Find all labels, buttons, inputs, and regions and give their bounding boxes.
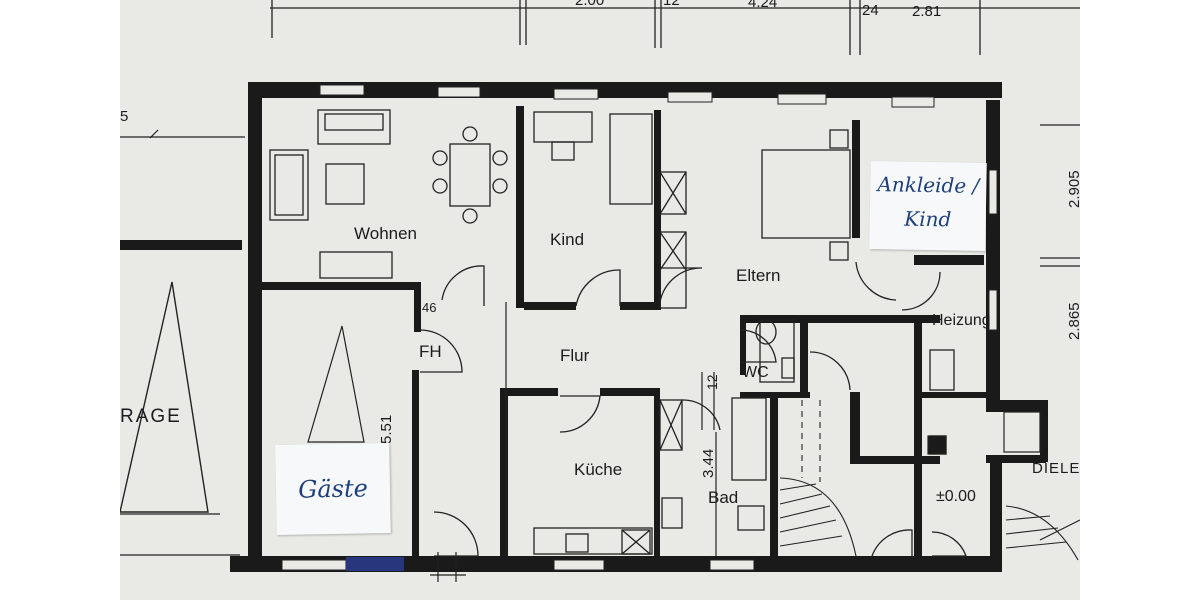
dim-top-2: 12: [663, 0, 680, 9]
room-label-diele: DIELE: [1032, 460, 1081, 477]
floor-plan-paper: 2.00 12 4.24 24 2.81 5 46 5.51 12 3.44 ±…: [120, 0, 1083, 600]
level-mark: ±0.00: [936, 488, 976, 505]
note-ankleide-line-2: Kind: [904, 206, 952, 232]
room-label-wc: WC: [742, 364, 769, 381]
sticky-note-ankleide: Ankleide / Kind: [869, 160, 987, 252]
dim-v-12: 12: [704, 374, 720, 390]
dim-wall-46: 46: [422, 300, 437, 315]
dim-top-4: 24: [862, 2, 879, 19]
marker-highlight: [346, 557, 404, 571]
room-label-wohnen: Wohnen: [354, 224, 418, 243]
room-label-bad: Bad: [708, 488, 739, 507]
door-swings: [419, 261, 967, 557]
dimension-chain-top: [270, 0, 1080, 55]
room-label-heizung: Heizung: [932, 312, 991, 329]
dim-v-344: 3.44: [700, 448, 717, 478]
floor-plan-drawing: [120, 0, 1080, 582]
dim-right-2865: 2.865: [1066, 302, 1083, 340]
room-label-eltern: Eltern: [736, 266, 781, 285]
garage-area: [120, 240, 242, 515]
windows: [281, 84, 998, 571]
dim-v-551: 5.51: [378, 414, 395, 444]
dim-right-2905: 2.905: [1066, 170, 1083, 208]
room-label-kind: Kind: [550, 230, 585, 249]
room-label-flur: Flur: [560, 346, 590, 365]
interior-walls: [260, 106, 994, 558]
dim-top-5: 2.81: [912, 3, 942, 20]
sticky-note-gaeste: Gäste: [275, 443, 391, 535]
dim-top-3: 4.24: [748, 0, 778, 11]
note-ankleide-line-1: Ankleide /: [877, 172, 980, 198]
misc-marks: [307, 302, 1041, 582]
staircase-main: [779, 400, 857, 557]
dim-left-s: 5: [120, 108, 129, 125]
furniture: [269, 109, 955, 555]
room-label-kueche: Küche: [574, 460, 623, 479]
staircase-diele: [1005, 505, 1080, 561]
room-label-fh: FH: [419, 342, 442, 361]
site-lines: [120, 124, 1080, 556]
dim-top-1: 2.00: [575, 0, 605, 9]
note-gaeste-text: Gäste: [297, 474, 369, 504]
room-label-garage: RAGE: [120, 406, 182, 427]
